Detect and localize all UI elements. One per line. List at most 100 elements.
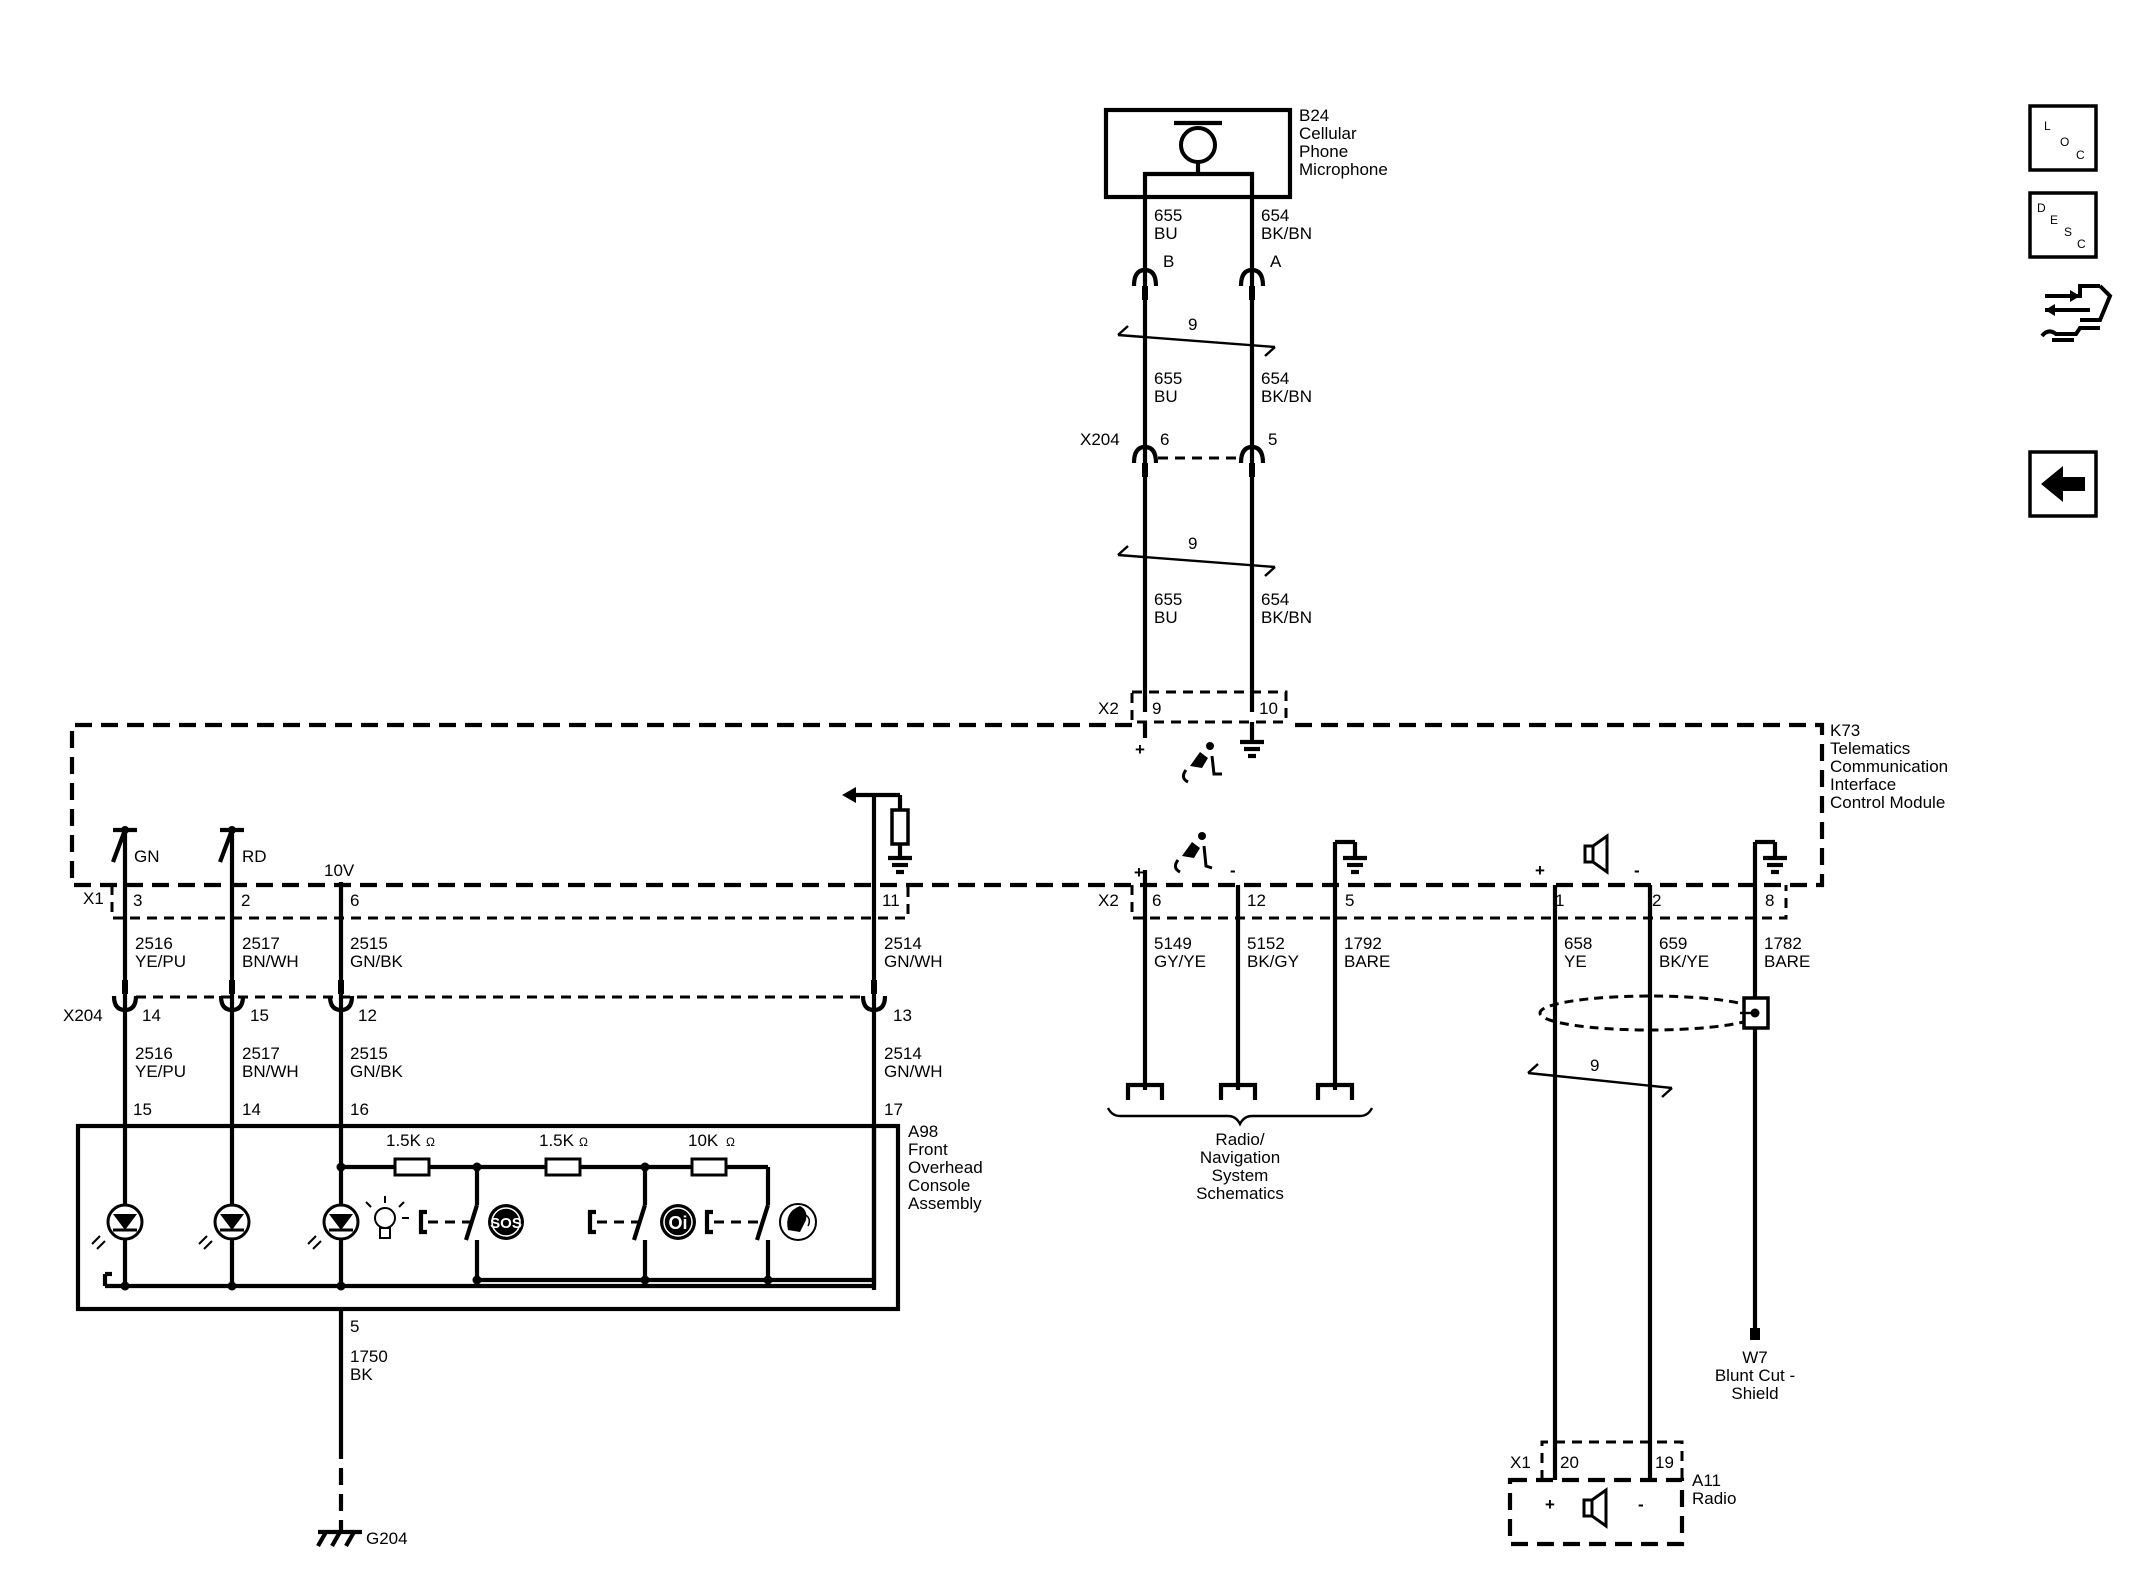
back-button[interactable] xyxy=(2028,450,2098,518)
loc-letter-c: C xyxy=(2076,148,2085,162)
wire-2517-circuit-top: 2517 xyxy=(242,934,280,953)
a11-plus-sign: + xyxy=(1545,1495,1555,1514)
k73-pin-8: 8 xyxy=(1765,891,1774,910)
twisted-pair-marker: 9 xyxy=(1117,315,1276,357)
speaker-icon xyxy=(1583,833,1609,875)
a98-name-line4: Assembly xyxy=(908,1194,982,1213)
wire-1782-circuit: 1782 xyxy=(1764,934,1802,953)
wire-655-color-mid: BU xyxy=(1154,387,1178,406)
wire-654-circuit-mid: 654 xyxy=(1261,369,1289,388)
led-gn-label: GN xyxy=(134,847,160,866)
x204-label-mic: X204 xyxy=(1080,430,1120,449)
a98-ref: A98 xyxy=(908,1122,938,1141)
wire-2514-circuit-bot: 2514 xyxy=(884,1044,922,1063)
x1-pin-2: 2 xyxy=(241,891,250,910)
wire-659-color: BK/YE xyxy=(1659,952,1709,971)
voice-button-icon xyxy=(779,1203,817,1241)
x204-pin-6: 6 xyxy=(1160,430,1169,449)
k73-module-boundary xyxy=(69,722,1825,888)
radio-nav-ref-line2: Navigation xyxy=(1200,1148,1280,1167)
k73-mic-input: + xyxy=(1135,722,1264,784)
x204-connector-console: X204 14 15 12 13 xyxy=(63,980,912,1025)
b24-pin-a: A xyxy=(1270,252,1282,271)
resistor-1-unit: Ω xyxy=(426,1135,435,1149)
led-icon xyxy=(91,1203,144,1250)
arrow-left-icon xyxy=(2041,466,2085,502)
b24-name-line2: Phone xyxy=(1299,142,1348,161)
wire-5149-color: GY/YE xyxy=(1154,952,1206,971)
wire-5152-circuit: 5152 xyxy=(1247,934,1285,953)
location-button[interactable]: L O C xyxy=(2028,104,2098,172)
a11-pin-20: 20 xyxy=(1560,1453,1579,1472)
wire-2516-color-top: YE/PU xyxy=(135,952,186,971)
b24-connector: B A xyxy=(1131,252,1282,300)
x2-pin-9: 9 xyxy=(1152,699,1161,718)
k73-module: K73 Telematics Communication Interface C… xyxy=(69,721,1948,920)
loc-letter-l: L xyxy=(2044,119,2051,133)
a11-name: Radio xyxy=(1692,1489,1736,1508)
desc-letter-c: C xyxy=(2077,237,2086,251)
k73-pin-1: 1 xyxy=(1555,891,1564,910)
onstar-button-icon: Oi xyxy=(660,1204,696,1240)
mic-plus-sign: + xyxy=(1135,740,1145,759)
x204-pin-5: 5 xyxy=(1268,430,1277,449)
wire-1792-circuit: 1792 xyxy=(1344,934,1382,953)
k73-led-gn-switch: GN xyxy=(111,826,160,885)
x2-connector-top: X2 9 10 xyxy=(1098,690,1288,724)
ground-circuit: 5 1750 BK G204 xyxy=(316,1309,408,1548)
sos-button-label: SOS xyxy=(490,1215,522,1232)
b24-pin-b: B xyxy=(1163,252,1174,271)
x2-pin-5: 5 xyxy=(1345,891,1354,910)
twisted-pair-marker: 9 xyxy=(1117,534,1276,577)
a11-minus-sign: - xyxy=(1638,1495,1644,1514)
b24-ref: B24 xyxy=(1299,106,1329,125)
voice-output-icon xyxy=(1173,832,1213,874)
led-icon xyxy=(198,1203,251,1250)
wire-1750-circuit: 1750 xyxy=(350,1347,388,1366)
k73-audio-out-to-radio: + - xyxy=(1134,832,1367,885)
a98-component-box xyxy=(75,1123,901,1312)
resistor-3-unit: Ω xyxy=(726,1135,735,1149)
x1-label-k73: X1 xyxy=(83,889,104,908)
k73-ref: K73 xyxy=(1830,721,1860,740)
x2-pin-12: 12 xyxy=(1247,891,1266,910)
wire-654-circuit-top: 654 xyxy=(1261,206,1289,225)
k73-x1-connector: X1 3 2 6 11 xyxy=(83,885,910,920)
a98-pin-17: 17 xyxy=(884,1100,903,1119)
twist-count: 9 xyxy=(1590,1056,1599,1075)
k73-pin-2: 2 xyxy=(1652,891,1661,910)
k73-speaker-audio: + - xyxy=(1535,833,1787,885)
x2-label-top: X2 xyxy=(1098,699,1119,718)
wire-2514-color-bot: GN/WH xyxy=(884,1062,943,1081)
resistor-ladder: 1.5K Ω 1.5K Ω 10K Ω xyxy=(336,1131,768,1177)
resistor-3-value: 10K xyxy=(688,1131,719,1150)
wire-2516-circuit-bot: 2516 xyxy=(135,1044,173,1063)
x2-pin-10: 10 xyxy=(1259,699,1278,718)
x204-pin-13: 13 xyxy=(893,1006,912,1025)
x1-pin-11: 11 xyxy=(882,891,900,910)
wire-655-circuit-bot: 655 xyxy=(1154,590,1182,609)
wire-2515-circuit-top: 2515 xyxy=(350,934,388,953)
x204-label-console: X204 xyxy=(63,1006,103,1025)
connector-info-icon xyxy=(2040,284,2113,342)
radio-nav-connectors xyxy=(1106,1082,1374,1127)
ground-icon xyxy=(316,1529,362,1548)
desc-letter-d: D xyxy=(2037,201,2046,215)
wire-2516-circuit-top: 2516 xyxy=(135,934,173,953)
a98-name-line3: Console xyxy=(908,1176,970,1195)
connector-info-button[interactable] xyxy=(2040,284,2113,342)
x204-pin-15: 15 xyxy=(250,1006,269,1025)
x2-pin-6: 6 xyxy=(1152,891,1161,910)
wire-2517-color-top: BN/WH xyxy=(242,952,299,971)
wire-5152-color: BK/GY xyxy=(1247,952,1299,971)
a11-x1-label: X1 xyxy=(1510,1453,1531,1472)
wire-655-circuit-top: 655 xyxy=(1154,206,1182,225)
description-button[interactable]: D E S C xyxy=(2028,191,2098,259)
x204-connector-mic: X204 6 5 xyxy=(1080,430,1277,477)
k73-name-line1: Telematics xyxy=(1830,739,1910,758)
k73-name-line2: Communication xyxy=(1830,757,1948,776)
sos-switch xyxy=(418,1167,874,1283)
k73-name-line4: Control Module xyxy=(1830,793,1945,812)
wire-654-circuit-bot: 654 xyxy=(1261,590,1289,609)
